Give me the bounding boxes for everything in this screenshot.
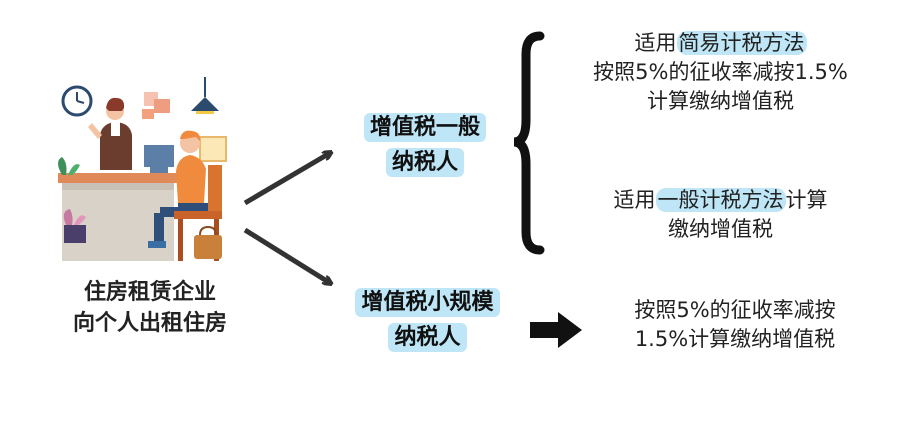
small-taxpayer-node: 增值税小规模 纳税人 (325, 285, 530, 355)
simple-line-2: 按照5%的征收率减按1.5% (593, 60, 848, 84)
brace-icon (513, 31, 545, 255)
arrow-to-general (243, 153, 330, 206)
woman-figure (88, 97, 132, 170)
general-line-2: 缴纳增值税 (668, 217, 773, 241)
subject-label: 住房租赁企业 向个人出租住房 (30, 277, 270, 339)
lamp-icon (191, 77, 219, 114)
small-option-line-2: 1.5%计算缴纳增值税 (634, 327, 836, 351)
general-suffix: 计算 (785, 188, 828, 212)
plant-icon (58, 157, 80, 175)
clock-icon (61, 85, 93, 117)
simple-method-highlight: 简易计税方法 (676, 31, 807, 55)
general-taxpayer-line-2: 纳税人 (385, 148, 464, 177)
potted-plant-icon (63, 209, 86, 243)
subject-line-2: 向个人出租住房 (72, 311, 227, 336)
simple-method-option: 适用简易计税方法 按照5%的征收率减按1.5% 计算缴纳增值税 (553, 29, 888, 116)
small-option-line-1: 按照5%的征收率减按 (634, 298, 836, 322)
office-illustration (58, 77, 227, 261)
small-taxpayer-line-1: 增值税小规模 (355, 288, 500, 317)
general-prefix: 适用 (613, 188, 656, 212)
general-taxpayer-node: 增值税一般 纳税人 (340, 110, 510, 180)
general-method-highlight: 一般计税方法 (655, 188, 786, 212)
arrow-to-small (243, 227, 330, 283)
bag-icon (194, 225, 222, 259)
right-arrow-icon (530, 312, 582, 348)
small-taxpayer-option: 按照5%的征收率减按 1.5%计算缴纳增值税 (585, 296, 885, 354)
subject-line-1: 住房租赁企业 (83, 280, 216, 305)
general-method-option: 适用一般计税方法计算 缴纳增值税 (553, 186, 888, 244)
simple-prefix: 适用 (634, 31, 677, 55)
general-taxpayer-line-1: 增值税一般 (363, 113, 486, 142)
simple-line-3: 计算缴纳增值税 (647, 89, 794, 113)
small-taxpayer-line-2: 纳税人 (388, 323, 467, 352)
